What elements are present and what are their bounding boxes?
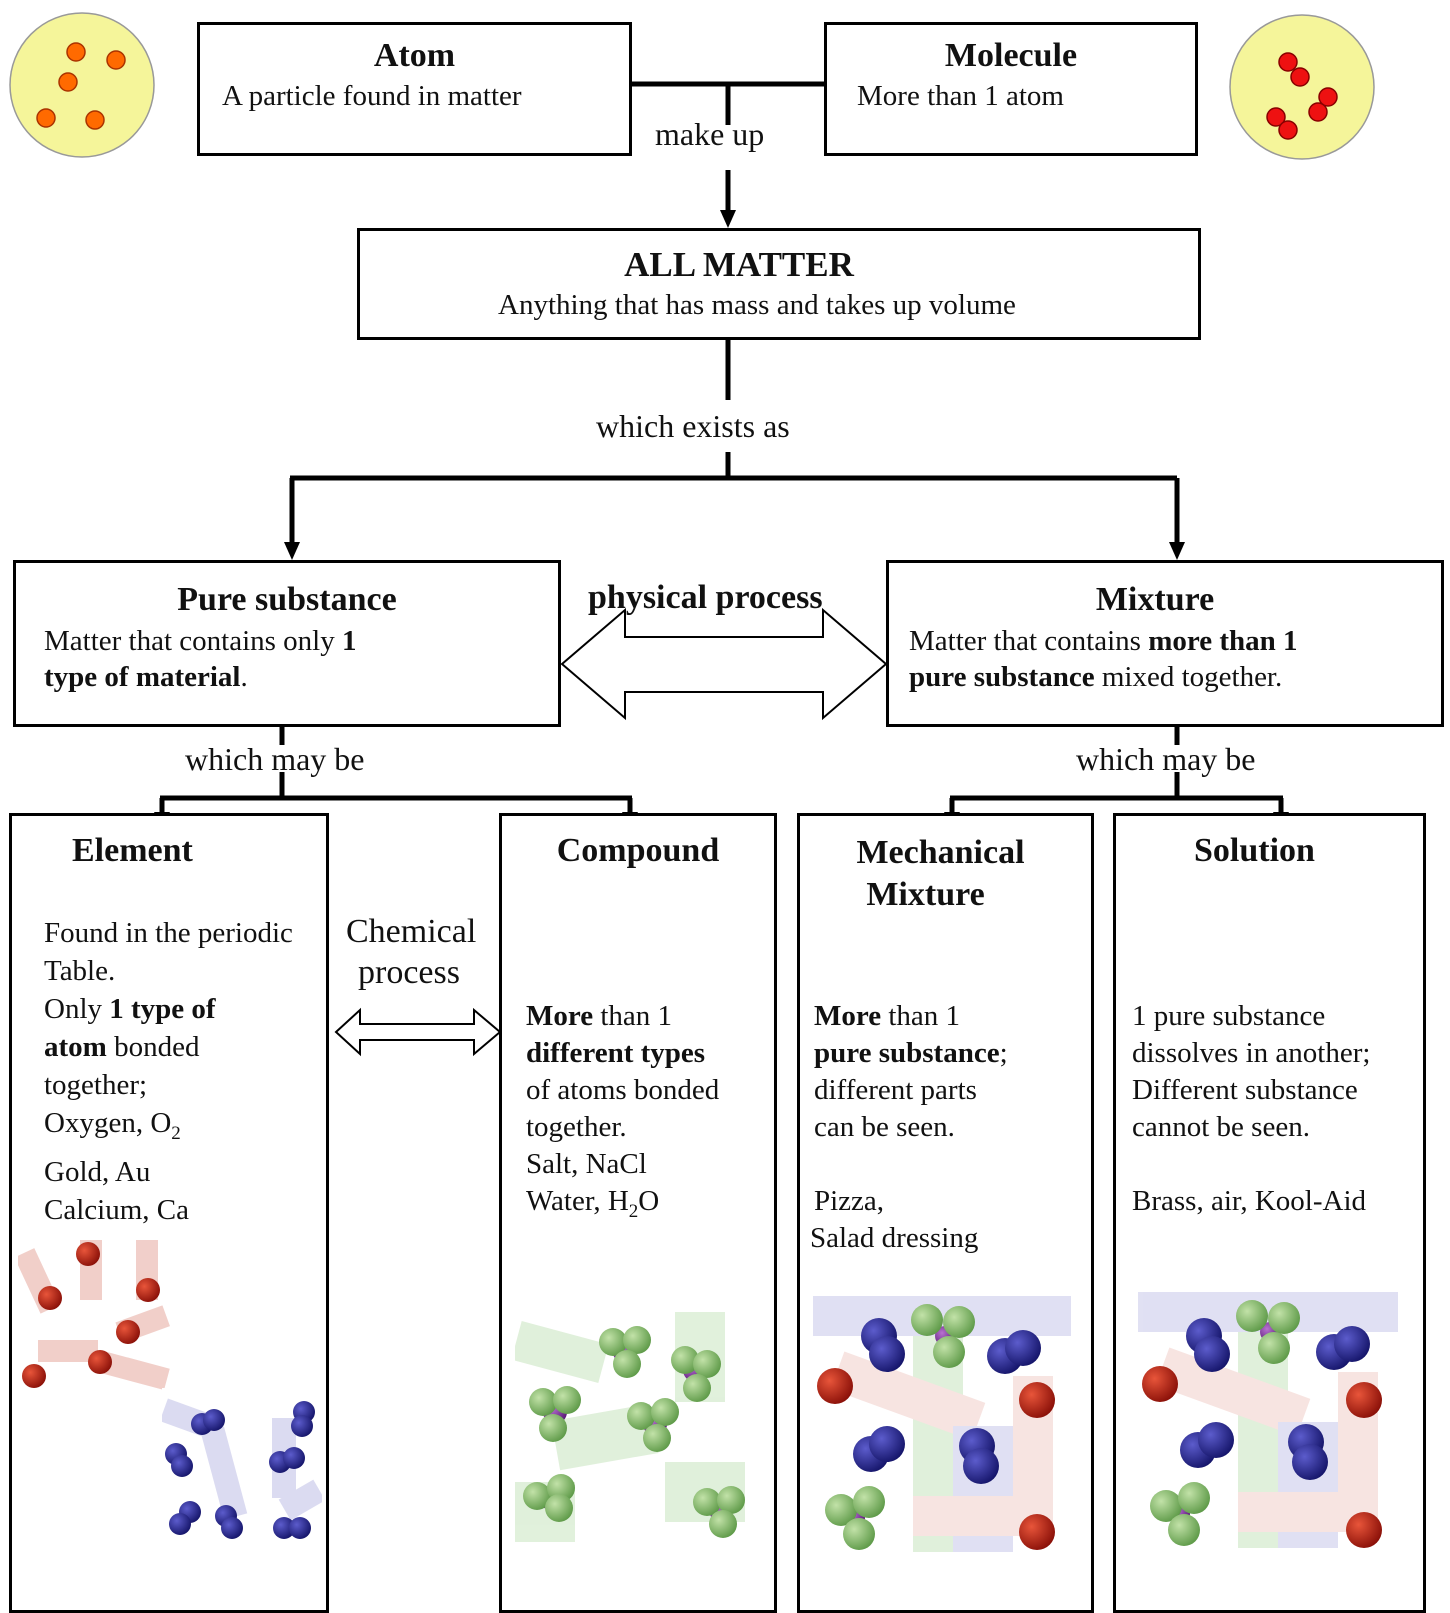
- physical-process-arrow: [560, 607, 888, 721]
- mixture-title: Mixture: [1095, 581, 1215, 618]
- molecule-box: Molecule More than 1 atom: [824, 22, 1198, 156]
- mixture-box: Mixture Matter that contains more than 1…: [886, 560, 1444, 727]
- physical-process-label: physical process: [588, 579, 823, 616]
- compound-molecules-illustration: [515, 1312, 757, 1548]
- may-be-left-label: which may be: [185, 741, 365, 777]
- all-matter-description: Anything that has mass and takes up volu…: [498, 289, 1016, 321]
- mechanical-mixture-title: Mechanical Mixture: [856, 834, 1025, 913]
- solution-description: 1 pure substance dissolves in another; D…: [1132, 1000, 1371, 1217]
- solution-title: Solution: [1194, 832, 1315, 869]
- mixture-description: Matter that contains more than 1 pure su…: [909, 625, 1298, 694]
- all-matter-box: ALL MATTER Anything that has mass and ta…: [357, 228, 1201, 340]
- molecule-illustration: [1229, 14, 1375, 160]
- all-matter-title: ALL MATTER: [624, 245, 854, 284]
- element-description: Found in the periodic Table. Only 1 type…: [44, 917, 293, 1226]
- element-title: Element: [72, 832, 193, 869]
- pure-substance-description: Matter that contains only 1 type of mate…: [44, 625, 357, 694]
- molecule-title: Molecule: [944, 37, 1078, 74]
- exists-as-label: which exists as: [596, 408, 790, 444]
- atom-box: Atom A particle found in matter: [197, 22, 632, 156]
- compound-description: More than 1 different types of atoms bon…: [526, 1000, 720, 1222]
- element-blue-molecules-illustration: [162, 1388, 322, 1546]
- solution-illustration: [1138, 1292, 1398, 1548]
- may-be-right-label: which may be: [1076, 741, 1256, 777]
- pure-substance-title: Pure substance: [177, 581, 397, 618]
- mechanical-mixture-illustration: [813, 1296, 1071, 1552]
- atom-title: Atom: [373, 37, 456, 74]
- make-up-label: make up: [655, 116, 765, 152]
- element-red-atoms-illustration: [18, 1240, 174, 1396]
- compound-title: Compound: [556, 832, 720, 869]
- atom-illustration: [9, 12, 155, 158]
- pure-substance-box: Pure substance Matter that contains only…: [13, 560, 561, 727]
- chemical-process-arrow: [334, 1007, 502, 1057]
- atom-description: A particle found in matter: [222, 80, 522, 112]
- chemical-process-label: Chemical process: [346, 913, 477, 991]
- mechanical-mixture-description: More than 1 pure substance; different pa…: [810, 1000, 1008, 1254]
- molecule-description: More than 1 atom: [857, 80, 1064, 112]
